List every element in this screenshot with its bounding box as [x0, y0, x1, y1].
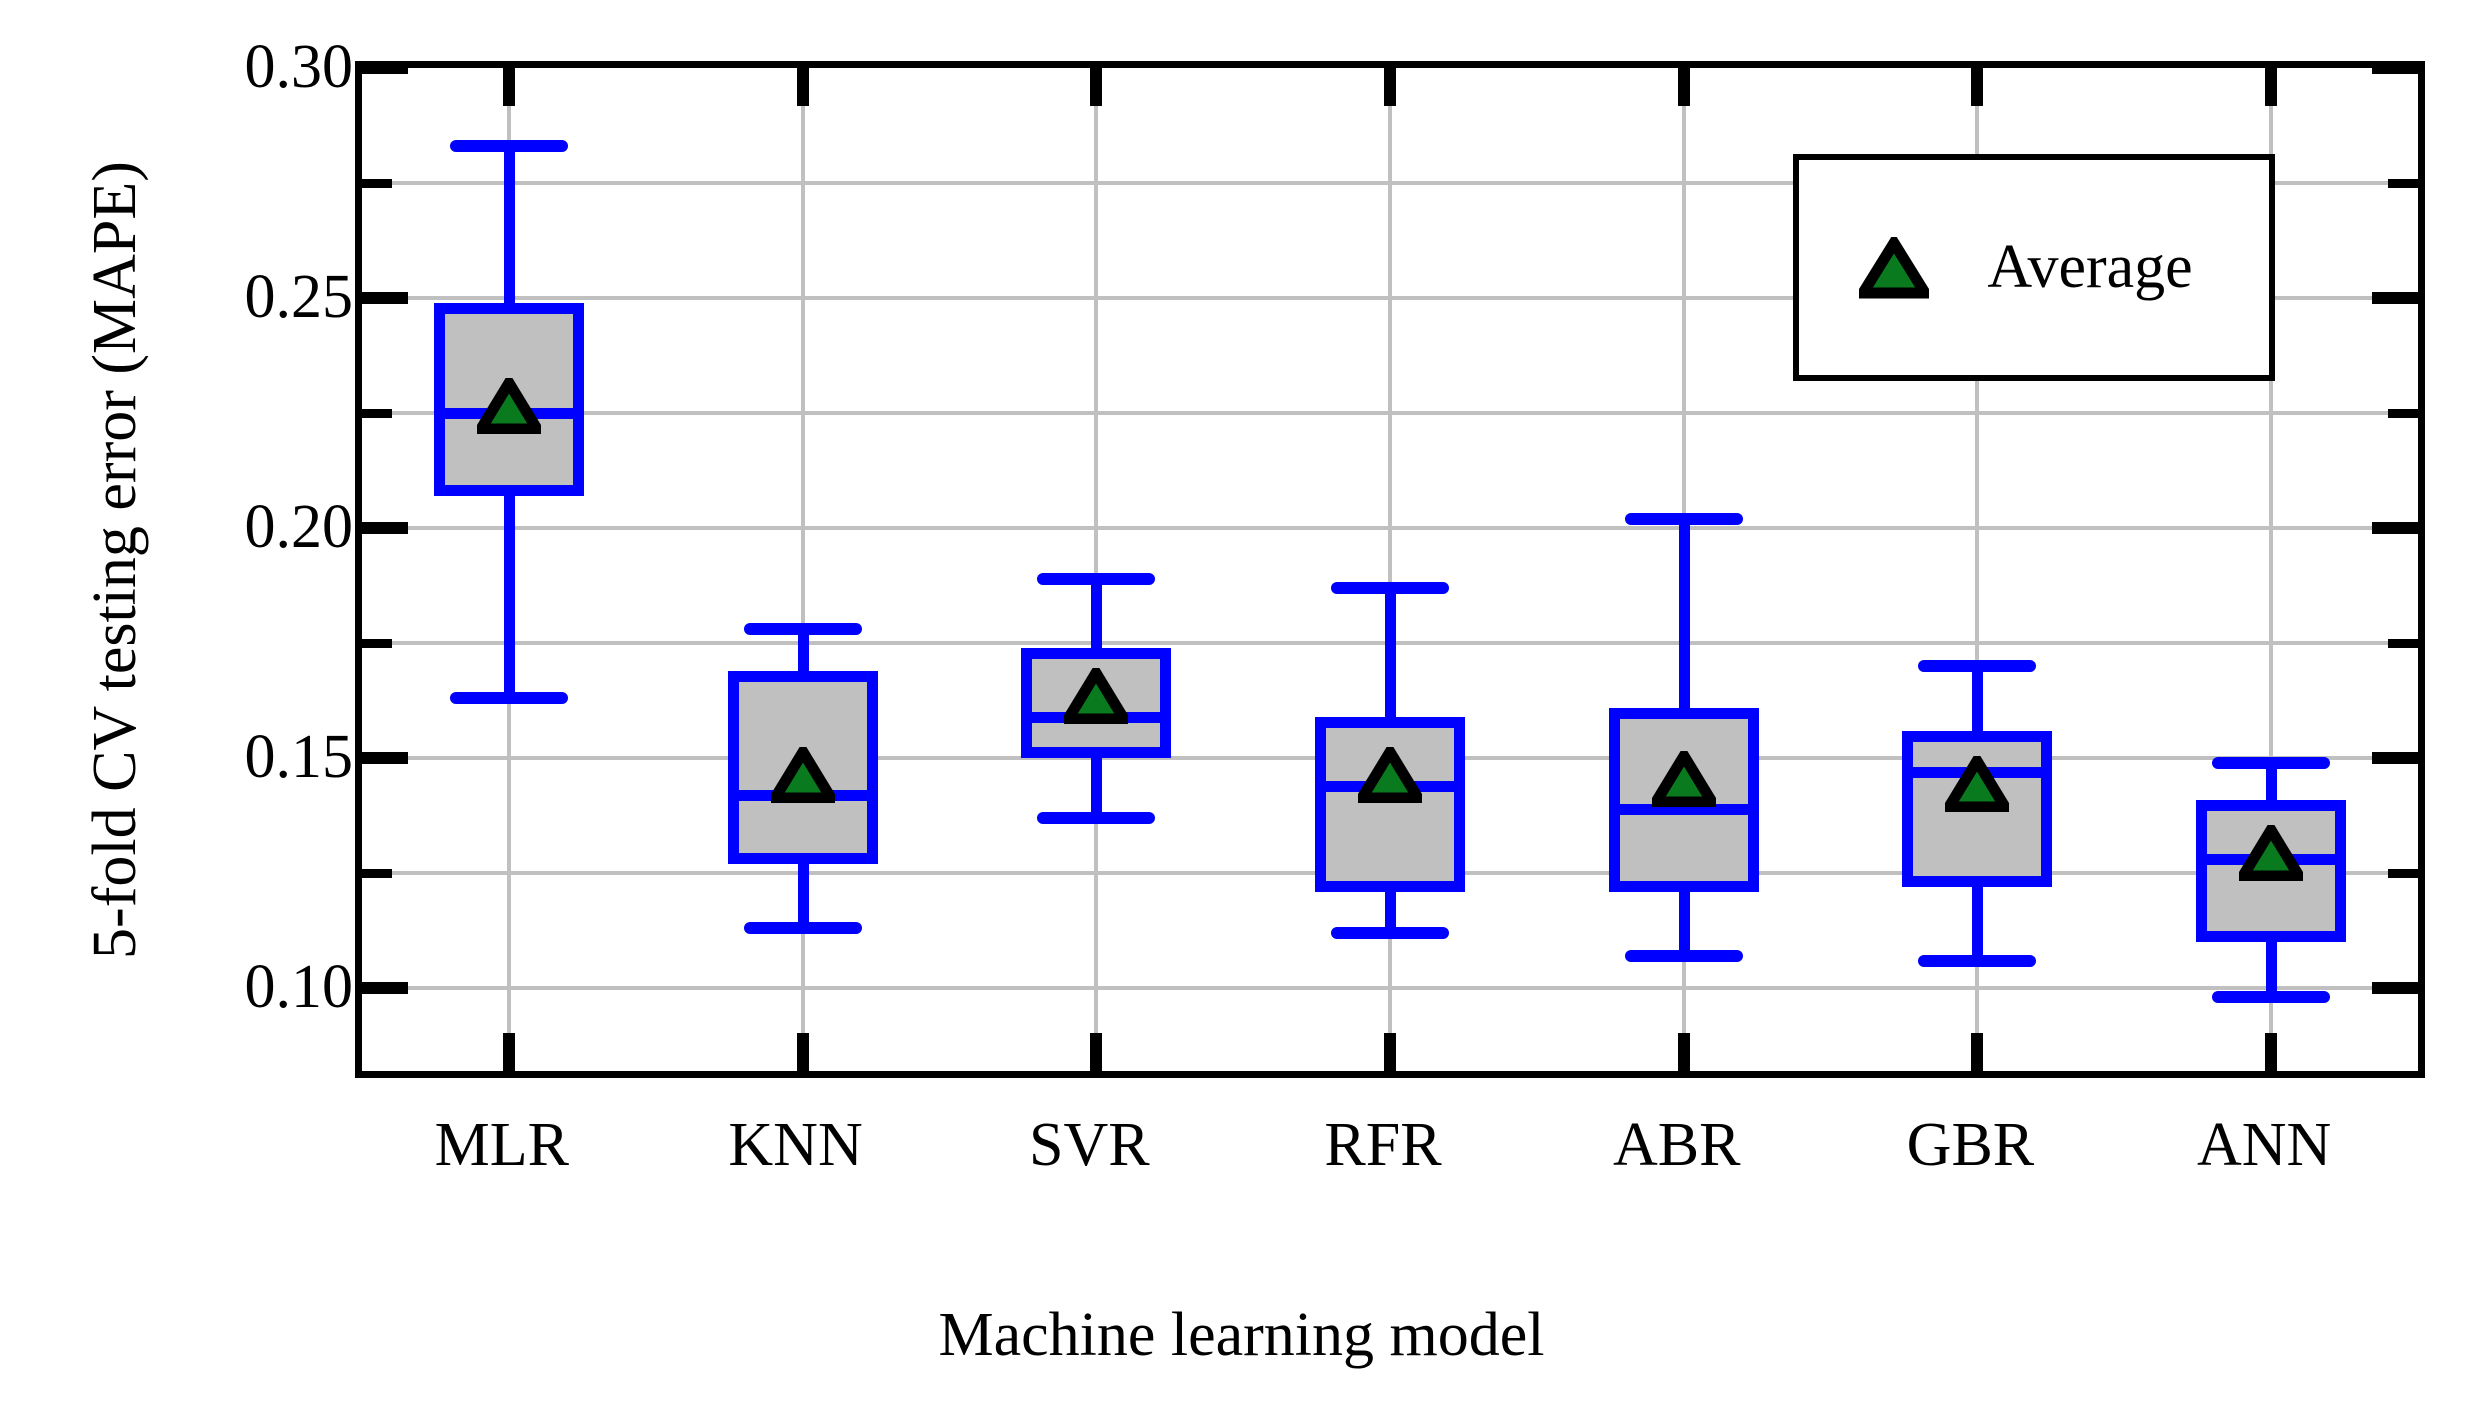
whisker-upper — [2266, 762, 2278, 800]
whisker-lower — [503, 495, 515, 699]
plot-inner — [362, 62, 2418, 1071]
y-tick-minor-right — [2388, 869, 2418, 879]
boxplot-knn[interactable] — [362, 68, 2418, 1071]
y-tick-major — [362, 982, 408, 995]
mean-marker-icon — [476, 378, 541, 435]
x-tick-top — [502, 68, 515, 106]
whisker-upper — [503, 146, 515, 303]
whisker-cap-upper — [449, 140, 568, 153]
y-tick-major-right — [2372, 292, 2418, 305]
x-tick-label-svr: SVR — [1028, 1111, 1150, 1179]
whisker-upper — [797, 629, 809, 671]
x-tick-label-gbr: GBR — [1906, 1111, 2035, 1179]
gridline-vertical — [1975, 68, 1980, 1071]
boxplot-mlr[interactable] — [362, 68, 2418, 1071]
x-tick-top — [1090, 68, 1103, 106]
whisker-cap-upper — [1331, 581, 1449, 594]
whisker-cap-lower — [1918, 954, 2037, 967]
boxplot-abr[interactable] — [362, 68, 2418, 1071]
x-tick-top — [796, 68, 809, 106]
legend: Average — [1793, 154, 2275, 381]
boxplot-svr[interactable] — [362, 68, 2418, 1071]
boxplot-gbr[interactable] — [362, 68, 2418, 1071]
mean-marker-icon — [1945, 755, 2010, 812]
whisker-lower — [1091, 758, 1103, 818]
whisker-cap-lower — [449, 692, 568, 705]
y-tick-minor — [362, 409, 392, 419]
y-tick-minor-right — [2388, 179, 2418, 189]
legend-label-average: Average — [1987, 233, 2193, 301]
whisker-cap-upper — [1037, 572, 1156, 585]
y-tick-label: 0.10 — [244, 953, 354, 1022]
whisker-cap-lower — [1624, 949, 1743, 962]
whisker-cap-upper — [2212, 756, 2331, 769]
y-tick-major-right — [2372, 522, 2418, 535]
median-line — [1608, 803, 1759, 815]
x-tick-bottom — [502, 1033, 515, 1071]
boxplot-rfr[interactable] — [362, 68, 2418, 1071]
whisker-cap-lower — [743, 922, 862, 935]
y-tick-major-right — [2372, 982, 2418, 995]
y-tick-minor-right — [2388, 409, 2418, 419]
x-tick-bottom — [1090, 1033, 1103, 1071]
mean-marker-icon — [770, 746, 835, 803]
whisker-cap-upper — [1918, 660, 2037, 673]
y-tick-minor — [362, 869, 392, 879]
whisker-upper — [1385, 587, 1396, 717]
y-tick-major — [362, 752, 408, 765]
x-tick-label-knn: KNN — [728, 1111, 863, 1179]
y-tick-label: 0.30 — [244, 33, 354, 101]
x-tick-bottom — [1677, 1033, 1690, 1071]
whisker-upper — [1678, 518, 1690, 708]
mean-marker-icon — [1358, 746, 1422, 803]
average-marker-icon — [1859, 236, 1929, 298]
gridline-vertical — [2269, 68, 2274, 1071]
gridline-vertical — [1094, 68, 1099, 1071]
x-tick-bottom — [796, 1033, 809, 1071]
x-tick-label-rfr: RFR — [1324, 1111, 1442, 1179]
x-tick-bottom — [2265, 1033, 2278, 1071]
whisker-upper — [1972, 666, 1984, 731]
y-tick-minor — [362, 179, 392, 189]
x-tick-bottom — [1971, 1033, 1984, 1071]
whisker-cap-lower — [1331, 926, 1449, 939]
y-tick-major — [362, 62, 408, 74]
whisker-lower — [1385, 891, 1396, 933]
y-tick-minor — [362, 639, 392, 649]
x-tick-label-mlr: MLR — [434, 1111, 570, 1179]
whisker-lower — [1972, 886, 1984, 961]
mean-marker-icon — [2239, 824, 2304, 881]
y-tick-major-right — [2372, 62, 2418, 74]
whisker-cap-upper — [743, 623, 862, 636]
whisker-lower — [2266, 942, 2278, 998]
x-tick-top — [2265, 68, 2278, 106]
x-tick-top — [1384, 68, 1396, 106]
y-tick-major — [362, 292, 408, 305]
y-tick-label: 0.15 — [244, 723, 354, 792]
whisker-cap-lower — [1037, 811, 1156, 824]
y-tick-major — [362, 522, 408, 535]
y-tick-major-right — [2372, 752, 2418, 765]
x-tick-bottom — [1384, 1033, 1396, 1071]
boxplot-ann[interactable] — [362, 68, 2418, 1071]
gridline-vertical — [800, 68, 805, 1071]
gridline-vertical — [1388, 68, 1392, 1071]
whisker-upper — [1091, 578, 1103, 648]
y-tick-label: 0.25 — [244, 263, 354, 332]
x-tick-label-ann: ANN — [2196, 1111, 2332, 1179]
x-axis-title: Machine learning model — [938, 1301, 1545, 1369]
x-tick-label-abr: ABR — [1612, 1111, 1741, 1179]
whisker-cap-upper — [1624, 512, 1743, 525]
whisker-cap-lower — [2212, 991, 2331, 1004]
y-tick-minor-right — [2388, 639, 2418, 649]
whisker-lower — [797, 863, 809, 929]
x-tick-top — [1677, 68, 1690, 106]
whisker-lower — [1678, 891, 1690, 956]
mean-marker-icon — [1064, 668, 1129, 725]
y-tick-label: 0.20 — [244, 493, 354, 562]
x-tick-top — [1971, 68, 1984, 106]
mean-marker-icon — [1651, 751, 1716, 808]
